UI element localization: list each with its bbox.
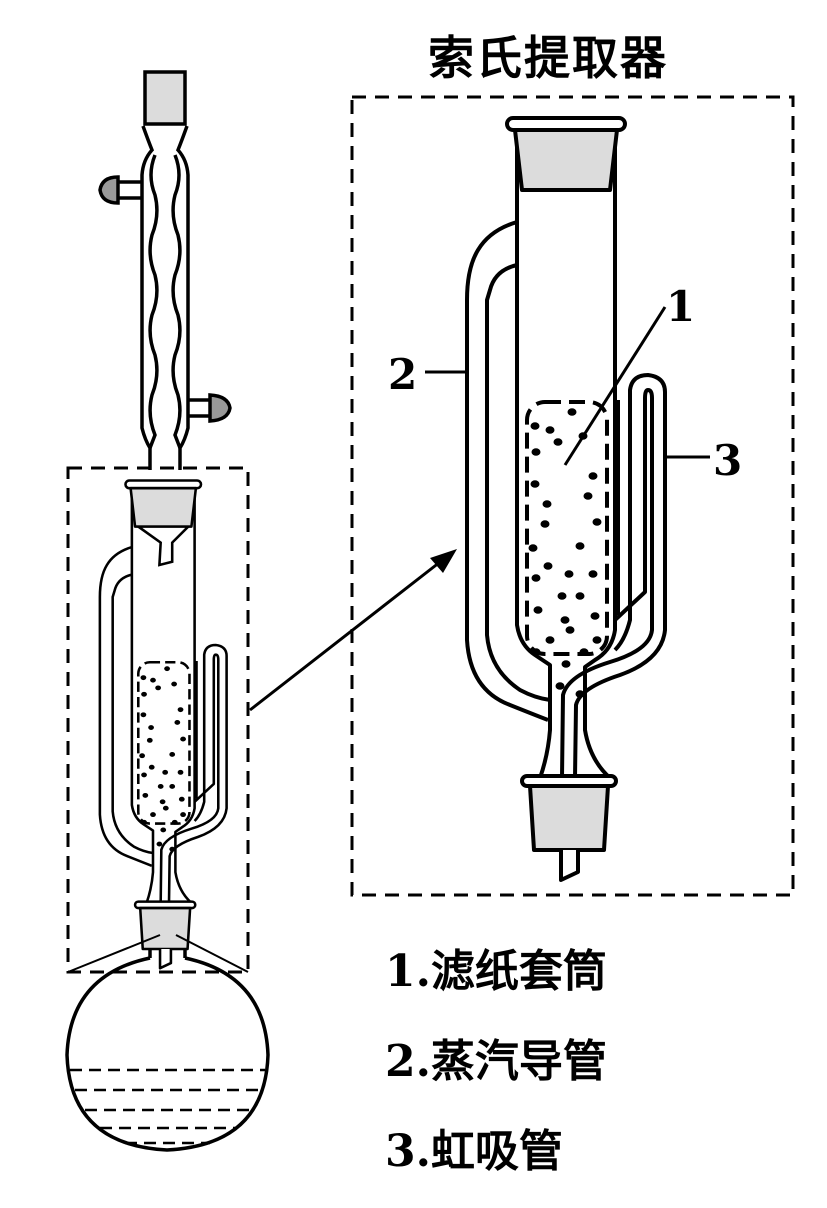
particle — [590, 612, 600, 620]
zoom-arrow — [249, 549, 457, 712]
particle — [141, 819, 147, 825]
water-inlet-pipe — [118, 180, 210, 418]
highlight-frame — [66, 466, 250, 974]
particle — [555, 682, 565, 690]
particle — [141, 691, 147, 697]
legend-item-3: 3.虹吸管 — [385, 1126, 563, 1177]
condenser — [98, 70, 232, 470]
particle — [177, 707, 184, 713]
solvent-liquid — [70, 1068, 265, 1145]
particle — [142, 792, 149, 798]
particle — [156, 841, 163, 847]
particle — [575, 592, 585, 600]
enlarged-extractor — [465, 116, 667, 882]
particle — [150, 677, 156, 683]
round-bottom-flask — [65, 950, 270, 1152]
particle — [148, 725, 154, 730]
particle — [139, 753, 146, 759]
particle — [140, 675, 147, 681]
legend-item-1: 1.滤纸套筒 — [385, 946, 607, 997]
particle — [545, 426, 555, 434]
particle — [560, 616, 570, 624]
particle — [561, 660, 571, 668]
particle — [588, 472, 598, 480]
callout-label-1: 1 — [666, 282, 696, 331]
particle — [567, 408, 577, 416]
particle — [141, 772, 147, 778]
particle — [543, 562, 553, 570]
particle — [169, 784, 176, 789]
particle — [583, 492, 593, 500]
particle — [160, 827, 167, 833]
particle — [155, 685, 162, 691]
particle — [575, 542, 585, 550]
diagram-title: 索氏提取器 — [428, 31, 668, 85]
callout-label-3: 3 — [713, 436, 743, 485]
particle — [542, 500, 552, 508]
particle — [531, 574, 541, 582]
particle — [530, 422, 540, 430]
particle — [174, 720, 181, 725]
particle — [531, 448, 541, 456]
callout-label-2: 2 — [388, 350, 418, 399]
particle — [553, 438, 563, 446]
callout-line-1 — [563, 306, 667, 466]
particle — [592, 518, 602, 526]
particle — [565, 626, 575, 634]
particle — [531, 648, 541, 656]
particle — [180, 736, 186, 742]
particle — [540, 520, 550, 528]
particle — [588, 570, 598, 578]
particle — [171, 819, 178, 825]
particle — [169, 752, 176, 757]
particle — [545, 636, 555, 644]
particle — [592, 636, 602, 644]
water-inlet-knob — [208, 393, 232, 423]
particle — [140, 712, 147, 718]
particle — [575, 690, 585, 698]
particle — [157, 784, 164, 789]
particle — [528, 544, 538, 552]
particle — [579, 648, 589, 656]
particle — [564, 570, 574, 578]
particle — [180, 812, 186, 818]
enlarged-view-frame — [350, 95, 795, 897]
particle — [150, 812, 156, 818]
water-outlet-knob — [98, 175, 120, 205]
particle — [169, 846, 176, 852]
particle — [146, 737, 153, 743]
particle — [177, 769, 184, 775]
particle — [557, 592, 567, 600]
legend-item-2: 2.蒸汽导管 — [385, 1036, 607, 1087]
particle — [148, 764, 155, 770]
particle — [159, 799, 166, 805]
full-apparatus — [65, 70, 270, 1152]
particle — [162, 805, 169, 811]
particle — [162, 769, 169, 775]
particle — [178, 796, 185, 802]
particle — [533, 606, 543, 614]
particle — [171, 681, 178, 687]
thimble-particles-small — [139, 666, 186, 852]
particle — [164, 666, 170, 672]
particle — [530, 480, 540, 488]
